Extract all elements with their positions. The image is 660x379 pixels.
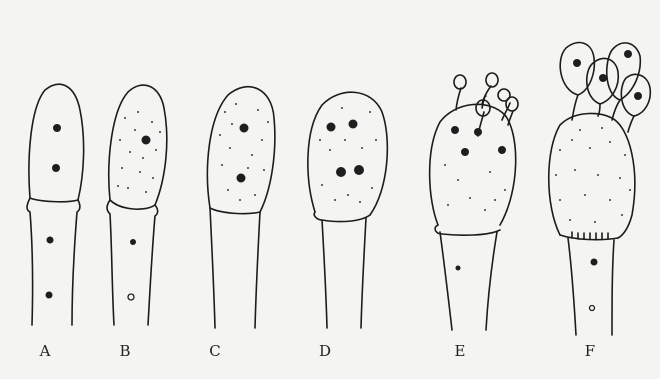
stage-b-stalk (107, 200, 158, 325)
stage-b-basidium (107, 85, 167, 325)
stage-d-basidium (308, 92, 387, 328)
stage-c-basidium (207, 87, 274, 328)
stage-a-nucleus (46, 292, 53, 299)
stage-c-nucleus (237, 174, 246, 183)
stage-a-basidium (27, 84, 84, 325)
stage-e-spore-bud (506, 97, 518, 111)
stage-d-nucleus (327, 123, 336, 132)
stage-a-nucleus (53, 124, 61, 132)
stage-e-spore-bud (486, 73, 498, 87)
stage-e-stalk (440, 232, 497, 330)
stage-e-spore-bud (454, 75, 466, 89)
panel-label-c: C (209, 342, 220, 360)
stage-c-nucleus (240, 124, 249, 133)
stage-a-nucleus (47, 237, 54, 244)
stage-e-nucleus (474, 128, 482, 136)
stage-b-upper-cell (109, 85, 167, 205)
stage-f-cytoplasm-stipple (555, 127, 631, 223)
panel-label-a: A (39, 342, 51, 360)
stage-f-basidiospore (607, 43, 641, 100)
stage-f-nucleus (590, 306, 595, 311)
stage-a-nucleus (52, 164, 60, 172)
panel-label-e: E (455, 342, 466, 360)
stage-e-nucleus (461, 148, 469, 156)
stage-f-basidium (549, 43, 651, 335)
stage-e-nucleus (451, 126, 459, 134)
panel-label-f: F (585, 342, 595, 360)
stage-d-nucleus (354, 165, 364, 175)
stage-b-nucleus (142, 136, 151, 145)
stage-d-upper-cell (308, 92, 387, 215)
stage-f-nucleus (591, 259, 598, 266)
stage-b-cytoplasm-stipple (117, 111, 161, 193)
stage-c-cytoplasm-stipple (219, 103, 269, 201)
stage-e-nucleus (456, 266, 461, 271)
stage-a-stalk (27, 198, 80, 325)
panel-label-b: B (119, 342, 130, 360)
stage-b-nucleus (128, 294, 134, 300)
stage-f-basidiospores (560, 43, 650, 116)
stage-b-nucleus (130, 239, 136, 245)
stage-e-cytoplasm-stipple (444, 164, 506, 211)
stage-c-stalk (210, 208, 260, 328)
stage-f-stalk (568, 238, 614, 335)
stage-b-septum (110, 200, 155, 209)
panel-labels: A B C D E F (39, 342, 596, 360)
stage-a-septum (30, 198, 78, 202)
stage-d-nucleus (336, 167, 346, 177)
stage-f-spore-nucleus (599, 74, 607, 82)
stage-d-stalk (322, 218, 366, 328)
stage-d-nucleus (349, 120, 358, 129)
stage-e-upper-cell (430, 104, 516, 225)
stage-e-nucleus (498, 146, 506, 154)
stage-c-upper-cell (207, 87, 274, 212)
panel-label-d: D (319, 342, 331, 360)
stage-f-spore-nucleus (573, 59, 581, 67)
stage-e-basidium (430, 73, 518, 330)
stage-c-septum (210, 208, 260, 214)
stage-f-septum-hatching (572, 232, 608, 239)
stage-f-upper-cell (549, 114, 635, 238)
stage-f-spore-nucleus (634, 92, 642, 100)
stage-d-cytoplasm-stipple (319, 107, 377, 203)
stage-f-spore-nucleus (624, 50, 632, 58)
stage-e-septum (435, 225, 500, 235)
stage-a-upper-cell (29, 84, 84, 200)
